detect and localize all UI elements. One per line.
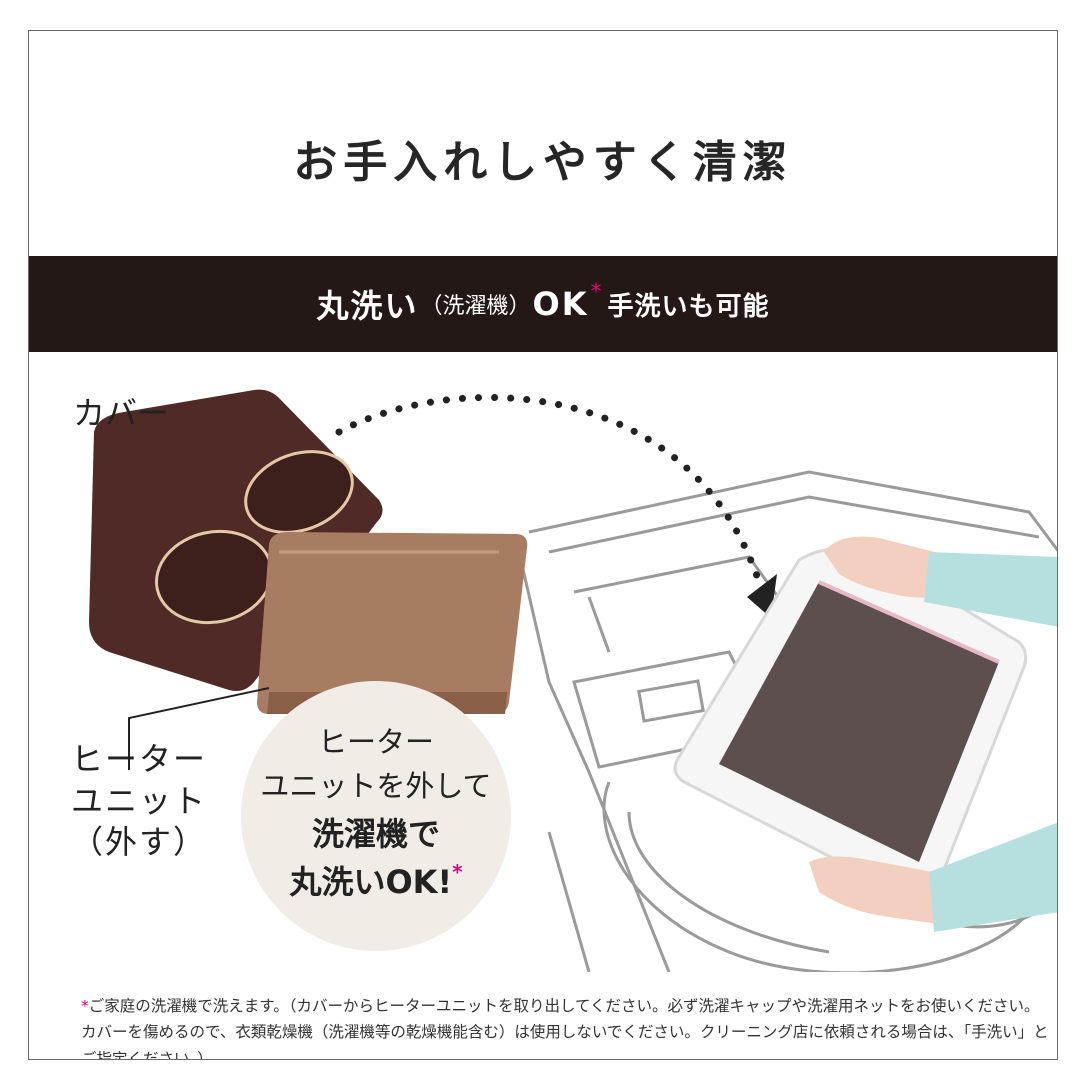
product-illustration (89, 389, 1057, 972)
bubble-asterisk: * (452, 860, 463, 884)
heater-label-line1: ヒーター (71, 740, 208, 778)
footnote-text: ご家庭の洗濯機で洗えます。（カバーからヒーターユニットを取り出してください。必ず… (81, 997, 1049, 1060)
band-text-ok: OK (532, 285, 589, 323)
heater-label-line2: ユニット (71, 781, 208, 820)
washable-callout-bubble: ヒーター ユニットを外して 洗濯機で 丸洗いOK!* (241, 681, 511, 951)
heater-label-line3: （外す） (71, 823, 208, 862)
bubble-line4: 丸洗いOK!* (241, 857, 511, 903)
page-title: お手入れしやすく清潔 (293, 137, 793, 188)
hands-image (809, 536, 1057, 932)
bubble-line4-text: 丸洗いOK! (289, 863, 453, 901)
cover-label: カバー (73, 394, 170, 432)
bubble-line3: 洗濯機で (311, 815, 440, 853)
bubble-line1: ヒーター (317, 725, 434, 759)
footnote: *ご家庭の洗濯機で洗えます。（カバーからヒーターユニットを取り出してください。必… (81, 993, 1051, 1060)
dotted-arrow-path (335, 394, 763, 586)
band-text-handwash: 手洗いも可能 (607, 291, 770, 322)
heater-pointer-line (128, 687, 270, 770)
heater-unit-label: ヒーター ユニット （外す） (71, 739, 207, 864)
laundry-net-image (673, 546, 1028, 899)
band-text-machine: （洗濯機） (420, 294, 531, 319)
band-asterisk: * (590, 279, 602, 305)
footnote-asterisk: * (81, 997, 89, 1015)
cover-pad-image (89, 389, 383, 691)
product-panel: お手入れしやすく清潔 丸洗い （洗濯機） OK * 手洗いも可能 (28, 30, 1058, 1060)
band-text-washable: 丸洗い (316, 287, 419, 325)
feature-band: 丸洗い （洗濯機） OK * 手洗いも可能 (29, 256, 1057, 352)
bubble-line2: ユニットを外して (260, 769, 492, 803)
